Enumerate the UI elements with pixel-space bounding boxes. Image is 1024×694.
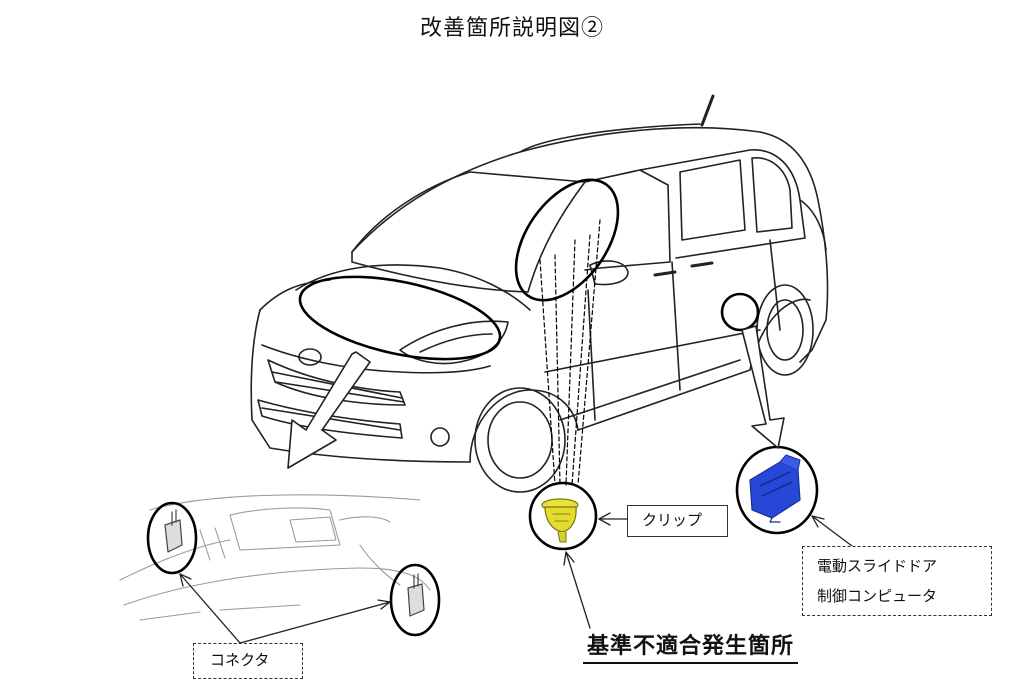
car-illustration bbox=[250, 94, 829, 493]
controller-label: 電動スライドドア 制御コンピュータ bbox=[802, 546, 992, 616]
controller-part bbox=[749, 454, 801, 523]
controller-label-line1: 電動スライドドア bbox=[817, 557, 938, 575]
dashboard-illustration bbox=[119, 494, 431, 621]
connector-circle-right bbox=[389, 563, 441, 637]
door-to-controller-arrow bbox=[741, 325, 785, 449]
leader-lines bbox=[179, 512, 853, 644]
nonconformity-label: 基準不適合発生箇所 bbox=[583, 628, 799, 664]
hood-to-dashboard-arrow bbox=[287, 351, 371, 469]
clip-circle bbox=[528, 481, 598, 551]
controller-label-line2: 制御コンピュータ bbox=[817, 587, 938, 605]
connector-label: コネクタ bbox=[193, 643, 303, 679]
connector-circle-left bbox=[146, 501, 198, 575]
pillar-highlight-ellipse bbox=[514, 178, 620, 302]
connector-parts bbox=[164, 509, 425, 617]
slide-door-highlight-ellipse bbox=[720, 292, 760, 332]
hood-highlight-ellipse bbox=[298, 275, 502, 361]
pillar-dashed-lines bbox=[539, 219, 601, 486]
callout-arrows bbox=[287, 325, 785, 469]
highlight-markers bbox=[146, 178, 819, 637]
clip-label: クリップ bbox=[627, 505, 728, 537]
page-title: 改善箇所説明図② bbox=[419, 16, 604, 41]
clip-part bbox=[541, 498, 579, 543]
